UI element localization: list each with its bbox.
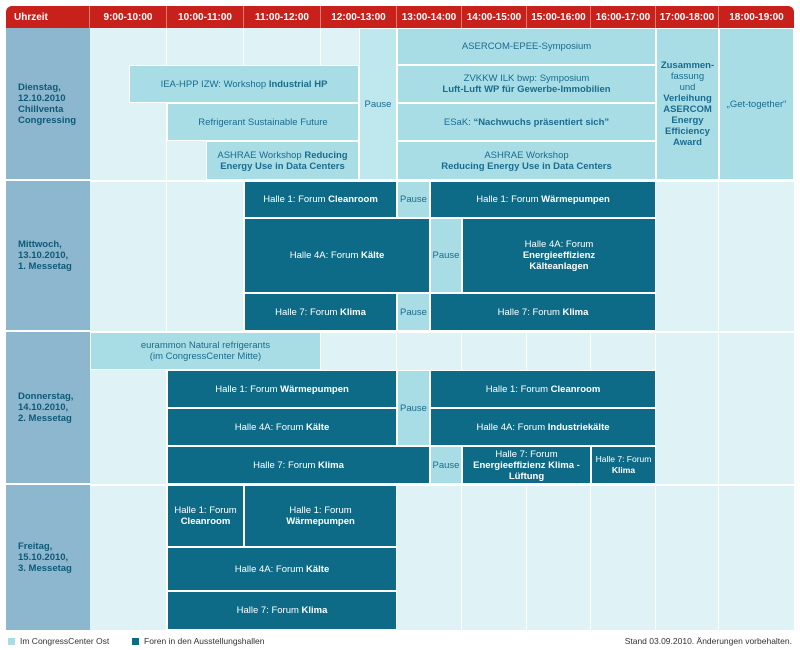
- grid-column: [90, 28, 167, 630]
- event-wed-halle7-klima: Halle 7: Forum Klima: [244, 293, 397, 331]
- time-header: 9:00-10:00: [90, 6, 167, 28]
- time-header: 18:00-19:00: [729, 11, 784, 23]
- time-header: 16:00-17:00: [591, 6, 656, 28]
- event-wed-halle7-klima-afternoon: Halle 7: Forum Klima: [430, 293, 656, 331]
- pause-wed-1: Pause: [397, 181, 430, 218]
- event-thu-halle1-waermepumpen: Halle 1: Forum Wärmepumpen: [167, 370, 397, 408]
- event-thu-halle4a-industriekaelte: Halle 4A: Forum Industriekälte: [430, 408, 656, 446]
- time-header: 15:00-16:00: [527, 6, 591, 28]
- pause-thu-2: Pause: [430, 446, 462, 484]
- event-esak: ESaK: “Nachwuchs präsentiert sich”: [397, 103, 656, 141]
- legend-foren-label: Foren in den Ausstellungshallen: [144, 636, 265, 646]
- grid-column: [656, 28, 719, 630]
- legend-congress-label: Im CongressCenter Ost: [20, 636, 110, 646]
- legend-swatch-light: [8, 637, 15, 645]
- event-asercom-epee-symposium: ASERCOM-EPEE-Symposium: [397, 28, 656, 65]
- grid-column: [167, 28, 244, 630]
- time-header: 17:00-18:00: [656, 6, 719, 28]
- pause-thu-1: Pause: [397, 370, 430, 446]
- time-header: 10:00-11:00: [167, 6, 244, 28]
- event-wed-halle1-cleanroom: Halle 1: Forum Cleanroom: [244, 181, 397, 218]
- event-refrigerant-sustainable-future: Refrigerant Sustainable Future: [167, 103, 359, 141]
- day-separator: [90, 484, 794, 486]
- event-thu-eurammon: eurammon Natural refrigerants(im Congres…: [90, 332, 321, 370]
- day-label-wednesday: Mittwoch,13.10.2010,1. Messetag: [6, 181, 90, 332]
- event-fri-halle4a-kaelte: Halle 4A: Forum Kälte: [167, 547, 397, 591]
- pause-wed-2: Pause: [430, 218, 462, 293]
- event-fri-halle7-klima: Halle 7: Forum Klima: [167, 591, 397, 630]
- day-label-friday: Freitag,15.10.2010,3. Messetag: [6, 485, 90, 630]
- footer-note: Stand 03.09.2010. Änderungen vorbehalten…: [624, 636, 792, 646]
- event-thu-halle7-klima: Halle 7: Forum Klima: [167, 446, 430, 484]
- event-wed-halle1-waermepumpen: Halle 1: Forum Wärmepumpen: [430, 181, 656, 218]
- event-get-together: „Get-together“: [719, 28, 794, 180]
- day-label-thursday: Donnerstag,14.10.2010,2. Messetag: [6, 332, 90, 485]
- header-bar: [6, 6, 794, 28]
- time-header: 14:00-15:00: [462, 6, 527, 28]
- event-wed-halle4a-kaelte: Halle 4A: Forum Kälte: [244, 218, 430, 293]
- legend-swatch-dark: [132, 637, 139, 645]
- event-iea-hpp-workshop: IEA-HPP IZW: Workshop Industrial HP: [129, 65, 359, 103]
- time-header: 12:00-13:00: [321, 6, 397, 28]
- time-header: 11:00-12:00: [244, 6, 321, 28]
- pause-wed-3: Pause: [397, 293, 430, 331]
- day-separator: [90, 331, 794, 333]
- pause-tuesday: Pause: [359, 28, 397, 180]
- event-thu-halle1-cleanroom: Halle 1: Forum Cleanroom: [430, 370, 656, 408]
- legend-foren: Foren in den Ausstellungshallen: [132, 636, 265, 646]
- legend-congress: Im CongressCenter Ost: [8, 636, 109, 646]
- time-header: 13:00-14:00: [397, 6, 462, 28]
- header-label: Uhrzeit: [6, 6, 90, 28]
- event-thu-halle4a-kaelte: Halle 4A: Forum Kälte: [167, 408, 397, 446]
